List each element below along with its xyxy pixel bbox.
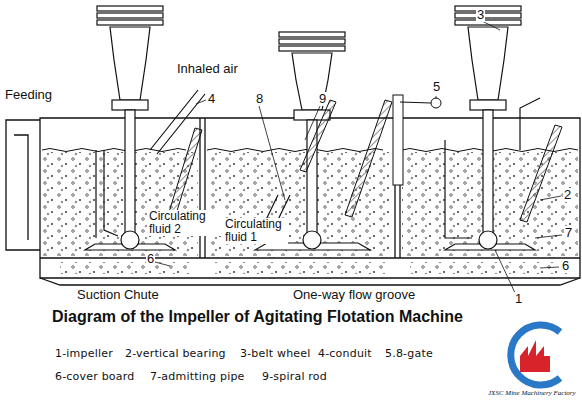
part-label: One-way flow groove xyxy=(292,288,416,302)
parts-list-item: 7-admitting pipe xyxy=(150,371,245,383)
callout-number: 6 xyxy=(561,259,570,273)
flow-label: Circulating fluid 1 xyxy=(224,218,288,244)
parts-list-item: 3-belt wheel xyxy=(240,348,311,360)
watermark: JXSC Mine Machinery Factory xyxy=(488,390,576,398)
flow-label: Circulating fluid 2 xyxy=(148,210,222,236)
callout-number: 7 xyxy=(564,226,573,240)
part-label: Suction Chute xyxy=(76,288,160,302)
parts-list-item: 6-cover board xyxy=(55,371,134,383)
parts-list-item: 1-impeller xyxy=(55,348,113,360)
diagram-title: Diagram of the Impeller of Agitating Flo… xyxy=(52,308,463,326)
callout-number: 5 xyxy=(432,80,441,94)
flow-label: Inhaled air xyxy=(176,62,239,76)
parts-list-item: 2-vertical bearing xyxy=(125,348,226,360)
callout-number: 3 xyxy=(476,8,485,22)
callout-number: 6 xyxy=(146,252,155,266)
flow-label: Feeding xyxy=(4,88,53,102)
callout-number: 4 xyxy=(207,92,216,106)
parts-list-item: 4-conduit xyxy=(318,348,372,360)
parts-list-item: 5.8-gate xyxy=(385,348,433,360)
callout-number: 8 xyxy=(255,92,264,106)
callout-number: 9 xyxy=(318,92,327,106)
callout-number: 1 xyxy=(514,292,523,306)
callout-number: 2 xyxy=(563,188,572,202)
parts-list-item: 9-spiral rod xyxy=(262,371,327,383)
